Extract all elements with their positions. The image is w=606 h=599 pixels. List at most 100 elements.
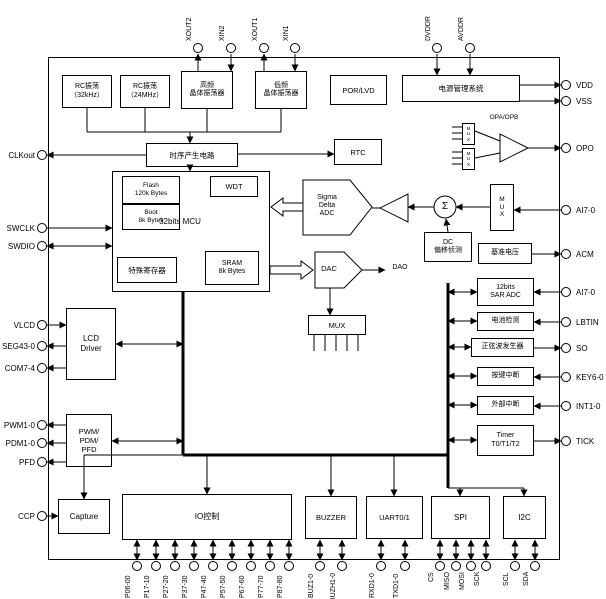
pin-label-seg43-0: SEG43-0 xyxy=(2,341,35,351)
pin-label-vlcd: VLCD xyxy=(13,320,35,330)
pin-label-p57-50: P57-50 xyxy=(219,575,227,598)
pin-label-clkout: CLKout xyxy=(8,150,35,160)
pga-amp-triangle xyxy=(378,193,409,223)
block-i2c: I2C xyxy=(503,496,546,539)
pin-label-rxd1-0: RXD1-0 xyxy=(368,573,376,598)
block-pwm-pdm-pfd: PWM/ PDM/ PFD xyxy=(66,414,112,467)
pin-label-p77-70: P77-70 xyxy=(257,575,265,598)
pin-key6-0 xyxy=(561,372,571,382)
pin-label-p87-80: P87-80 xyxy=(276,575,284,598)
pin-opo xyxy=(561,143,571,153)
block-buzzer: BUZZER xyxy=(305,496,357,539)
pin-label-sda: SDA xyxy=(522,571,530,586)
pin-com7-4 xyxy=(37,363,47,373)
pin-label-pdm1-0: PDM1-0 xyxy=(5,438,35,448)
pin-buz1-0 xyxy=(315,561,325,571)
pin-label-ai7-0: AI7-0 xyxy=(576,205,596,215)
pin-label-avddr: AVDDR xyxy=(457,17,465,41)
pin-label-key6-0: KEY6-0 xyxy=(576,372,604,382)
bus-arrow-mcu-to-dac xyxy=(269,260,314,280)
pin-xout2 xyxy=(193,43,203,53)
pin-label-acm: ACM xyxy=(576,249,594,259)
pin-p37-30 xyxy=(189,561,199,571)
wire xyxy=(474,130,501,142)
block-hf-xtal-osc: 高频 晶体振荡器 xyxy=(181,71,233,109)
pin-label-opo: OPO xyxy=(576,143,594,153)
pin-label-tick: TICK xyxy=(576,436,595,446)
block-capture: Capture xyxy=(58,499,110,534)
block-uart: UART0/1 xyxy=(366,496,423,539)
sigma-symbol: Σ xyxy=(441,201,449,212)
pin-xout1 xyxy=(259,43,269,53)
pin-xin1 xyxy=(290,43,300,53)
block-timer: Timer T0/T1/T2 xyxy=(477,425,534,456)
pin-scl xyxy=(510,561,520,571)
pin-label-swclk: SWCLK xyxy=(6,223,35,233)
pin-label-sck: SCK xyxy=(473,571,481,586)
block-vref: 基准电压 xyxy=(478,243,532,264)
block-dc-offset-detect: DC 偏移侦测 xyxy=(424,232,472,262)
block-power-mgmt: 电源管理系统 xyxy=(402,75,520,102)
pin-cs xyxy=(435,561,445,571)
block-flash: Flash 120k Bytes xyxy=(122,176,180,204)
pin-label-swdio: SWDIO xyxy=(7,241,35,251)
pin-label-ccp: CCP xyxy=(18,511,35,521)
pin-label-txd1-0: TXD1-0 xyxy=(392,573,400,598)
pin-label-p27-20: P27-20 xyxy=(162,575,170,598)
block-sfr: 特殊寄存器 xyxy=(117,257,177,283)
pin-seg43-0 xyxy=(37,341,47,351)
pin-int1-0 xyxy=(561,401,571,411)
pin-label-pfd: PFD xyxy=(19,457,35,467)
block-sar-adc: 12bits SAR ADC xyxy=(477,278,534,306)
pin-pwm1-0 xyxy=(37,420,47,430)
block-boot: Boot 8k Bytes xyxy=(122,204,180,230)
pin-sck xyxy=(481,561,491,571)
block-rc-osc-32k: RC振荡 （32kHz） xyxy=(62,75,112,108)
pin-p17-10 xyxy=(151,561,161,571)
sigma-delta-adc-shape xyxy=(302,179,373,236)
pin-label-p67-60: P67-60 xyxy=(238,575,246,598)
pin-label-dvddr: DVDDR xyxy=(424,16,432,41)
pin-p67-60 xyxy=(246,561,256,571)
pin-pdm1-0 xyxy=(37,438,47,448)
pin-txd1-0 xyxy=(400,561,410,571)
block-lf-xtal-osc: 低频 晶体振荡器 xyxy=(255,71,307,109)
pin-vss xyxy=(561,96,571,106)
pin-label-xin2: XIN2 xyxy=(218,25,226,41)
pin-p57-50 xyxy=(227,561,237,571)
dac-shape xyxy=(314,251,363,289)
mcu-label: 32bits MCU xyxy=(159,217,201,226)
pin-label-xout1: XOUT1 xyxy=(251,17,259,41)
pin-buzh1-0 xyxy=(337,561,347,571)
pin-label-so: SO xyxy=(576,343,588,353)
bus-arrow-adc-to-mcu xyxy=(270,197,304,217)
block-battery-detect: 电池检测 xyxy=(477,312,534,331)
opamp-triangle xyxy=(499,133,530,163)
block-rtc: RTC xyxy=(334,139,382,165)
pin-label-buz1-0: BUZ1-0 xyxy=(307,573,315,598)
block-sine-wave-gen: 正弦波发生器 xyxy=(471,338,534,357)
opa-opb-label: OPA/OPB xyxy=(489,114,519,121)
pin-label-xout2: XOUT2 xyxy=(185,17,193,41)
dac-label: DAC xyxy=(321,264,337,273)
pin-p77-70 xyxy=(265,561,275,571)
pin-so xyxy=(561,343,571,353)
pin-p87-80 xyxy=(284,561,294,571)
pin-avddr xyxy=(465,43,475,53)
block-io-control: IO控制 xyxy=(122,494,292,540)
block-rc-osc-24m: RC振荡 （24MHz） xyxy=(120,75,170,108)
pin-label-cs: CS xyxy=(427,572,435,582)
sigma-node xyxy=(433,195,457,219)
pin-swclk xyxy=(37,223,47,233)
pin-lbtin xyxy=(561,317,571,327)
pin-label-vdd: VDD xyxy=(576,80,593,90)
pin-pfd xyxy=(37,457,47,467)
pin-label-lbtin: LBTIN xyxy=(576,317,599,327)
pin-miso xyxy=(451,561,461,571)
sigma-delta-adc-label: Sigma Delta ADC xyxy=(317,194,337,218)
pin-label-miso: MISO xyxy=(443,572,451,590)
block-mux-opamp-a: M U X xyxy=(462,123,475,145)
pin-label-buzh1-0: BUZH1-0 xyxy=(329,572,337,599)
pin-sda xyxy=(530,561,540,571)
